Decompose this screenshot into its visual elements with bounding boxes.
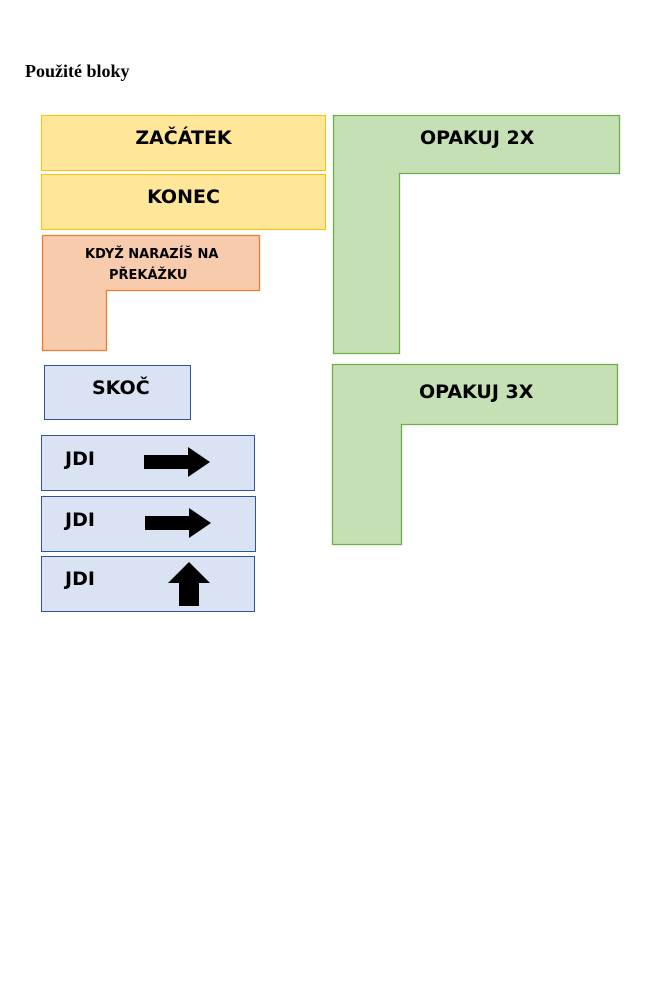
arrow-right-icon <box>144 447 210 477</box>
go-up-block[interactable]: JDI <box>41 556 255 612</box>
arrow-right-icon <box>145 508 211 538</box>
repeat-2x-block-shape <box>332 114 621 355</box>
start-block-label: ZAČÁTEK <box>135 127 232 149</box>
go-right-block-2[interactable]: JDI <box>41 496 256 552</box>
go-right-block-2-label: JDI <box>65 509 95 531</box>
obstacle-block[interactable]: KDYŽ NARAZÍŠ NA PŘEKÁŽKU <box>41 234 261 352</box>
repeat-3x-block-label: OPAKUJ 3X <box>419 381 534 403</box>
repeat-3x-block-shape <box>331 363 619 546</box>
go-right-block-1[interactable]: JDI <box>41 435 255 491</box>
obstacle-block-label-line2: PŘEKÁŽKU <box>109 268 188 283</box>
end-block[interactable]: KONEC <box>41 174 326 230</box>
jump-block[interactable]: SKOČ <box>44 365 191 420</box>
end-block-label: KONEC <box>147 186 220 208</box>
go-right-block-1-label: JDI <box>65 448 95 470</box>
page-title: Použité bloky <box>25 61 130 81</box>
repeat-3x-block[interactable]: OPAKUJ 3X <box>331 363 619 546</box>
start-block[interactable]: ZAČÁTEK <box>41 115 326 171</box>
go-up-block-label: JDI <box>65 568 95 590</box>
repeat-2x-block[interactable]: OPAKUJ 2X <box>332 114 621 355</box>
obstacle-block-shape <box>41 234 261 352</box>
arrow-up-icon <box>168 562 210 606</box>
jump-block-label: SKOČ <box>92 377 150 399</box>
repeat-2x-block-label: OPAKUJ 2X <box>420 127 535 149</box>
obstacle-block-label-line1: KDYŽ NARAZÍŠ NA <box>85 247 219 262</box>
